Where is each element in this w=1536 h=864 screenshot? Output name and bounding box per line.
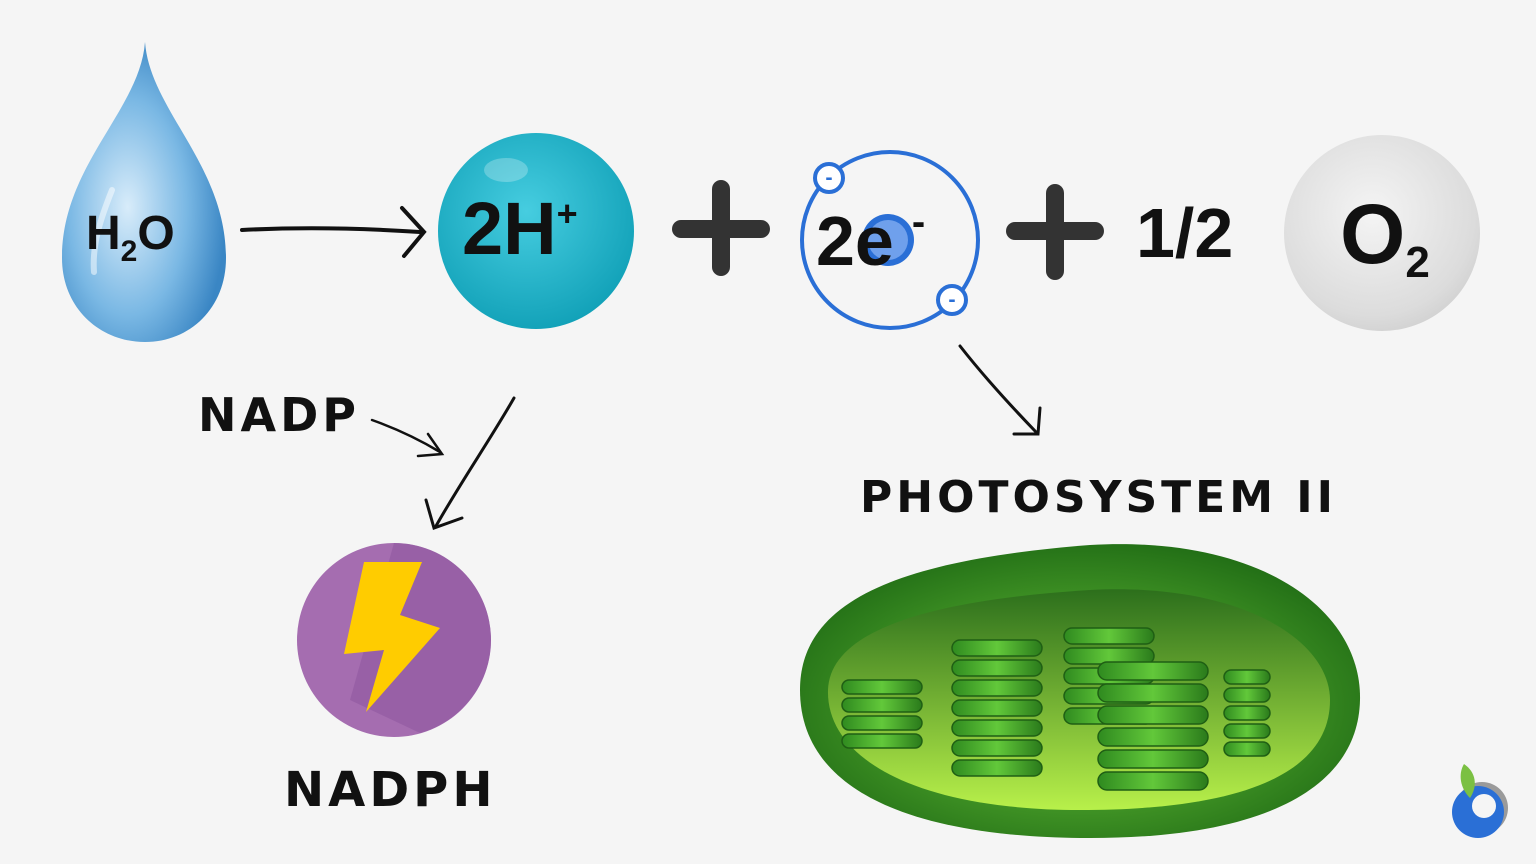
proton-formula-sup: + — [556, 193, 578, 234]
oxygen-formula-main: O — [1340, 187, 1406, 281]
lightning-bolt-icon — [344, 562, 440, 712]
oxygen-formula-sub: 2 — [1405, 238, 1430, 287]
chloroplast-icon — [800, 544, 1361, 839]
oxygen-coefficient: 1/2 — [1136, 194, 1234, 272]
arrow-nadp-to-nadph — [370, 418, 445, 458]
electron-particle-bottom: - — [936, 284, 968, 316]
proton-formula-main: 2H — [462, 187, 557, 270]
water-formula: H2O — [86, 210, 175, 267]
arrow-electrons-to-photosystem — [958, 344, 1042, 436]
electron-orbit — [800, 150, 980, 330]
svg-text:-: - — [825, 168, 832, 189]
water-formula-main: H — [86, 207, 121, 260]
svg-text:-: - — [948, 290, 955, 311]
plus-sign-1 — [672, 180, 770, 276]
water-formula-tail: O — [137, 207, 175, 260]
water-formula-sub: 2 — [120, 235, 138, 268]
proton-formula: 2H+ — [462, 192, 578, 266]
nadp-label: NADP — [198, 388, 360, 442]
electron-formula-sup: - — [911, 200, 926, 244]
proton-circle — [438, 133, 634, 329]
photosystem-label: PHOTOSYSTEM II — [860, 472, 1338, 523]
arrow-water-to-protons — [240, 206, 427, 258]
water-drop-icon — [62, 42, 226, 342]
brand-logo-icon — [1452, 764, 1508, 838]
electron-formula-main: 2e — [816, 202, 894, 280]
nadph-label: NADPH — [284, 762, 497, 818]
oxygen-formula: O2 — [1340, 192, 1430, 285]
plus-sign-2 — [1006, 184, 1104, 280]
electron-particle-top: - — [813, 162, 845, 194]
electron-formula: 2e- — [816, 202, 925, 276]
oxygen-sphere — [1284, 135, 1480, 331]
arrow-protons-to-nadph — [424, 396, 516, 530]
